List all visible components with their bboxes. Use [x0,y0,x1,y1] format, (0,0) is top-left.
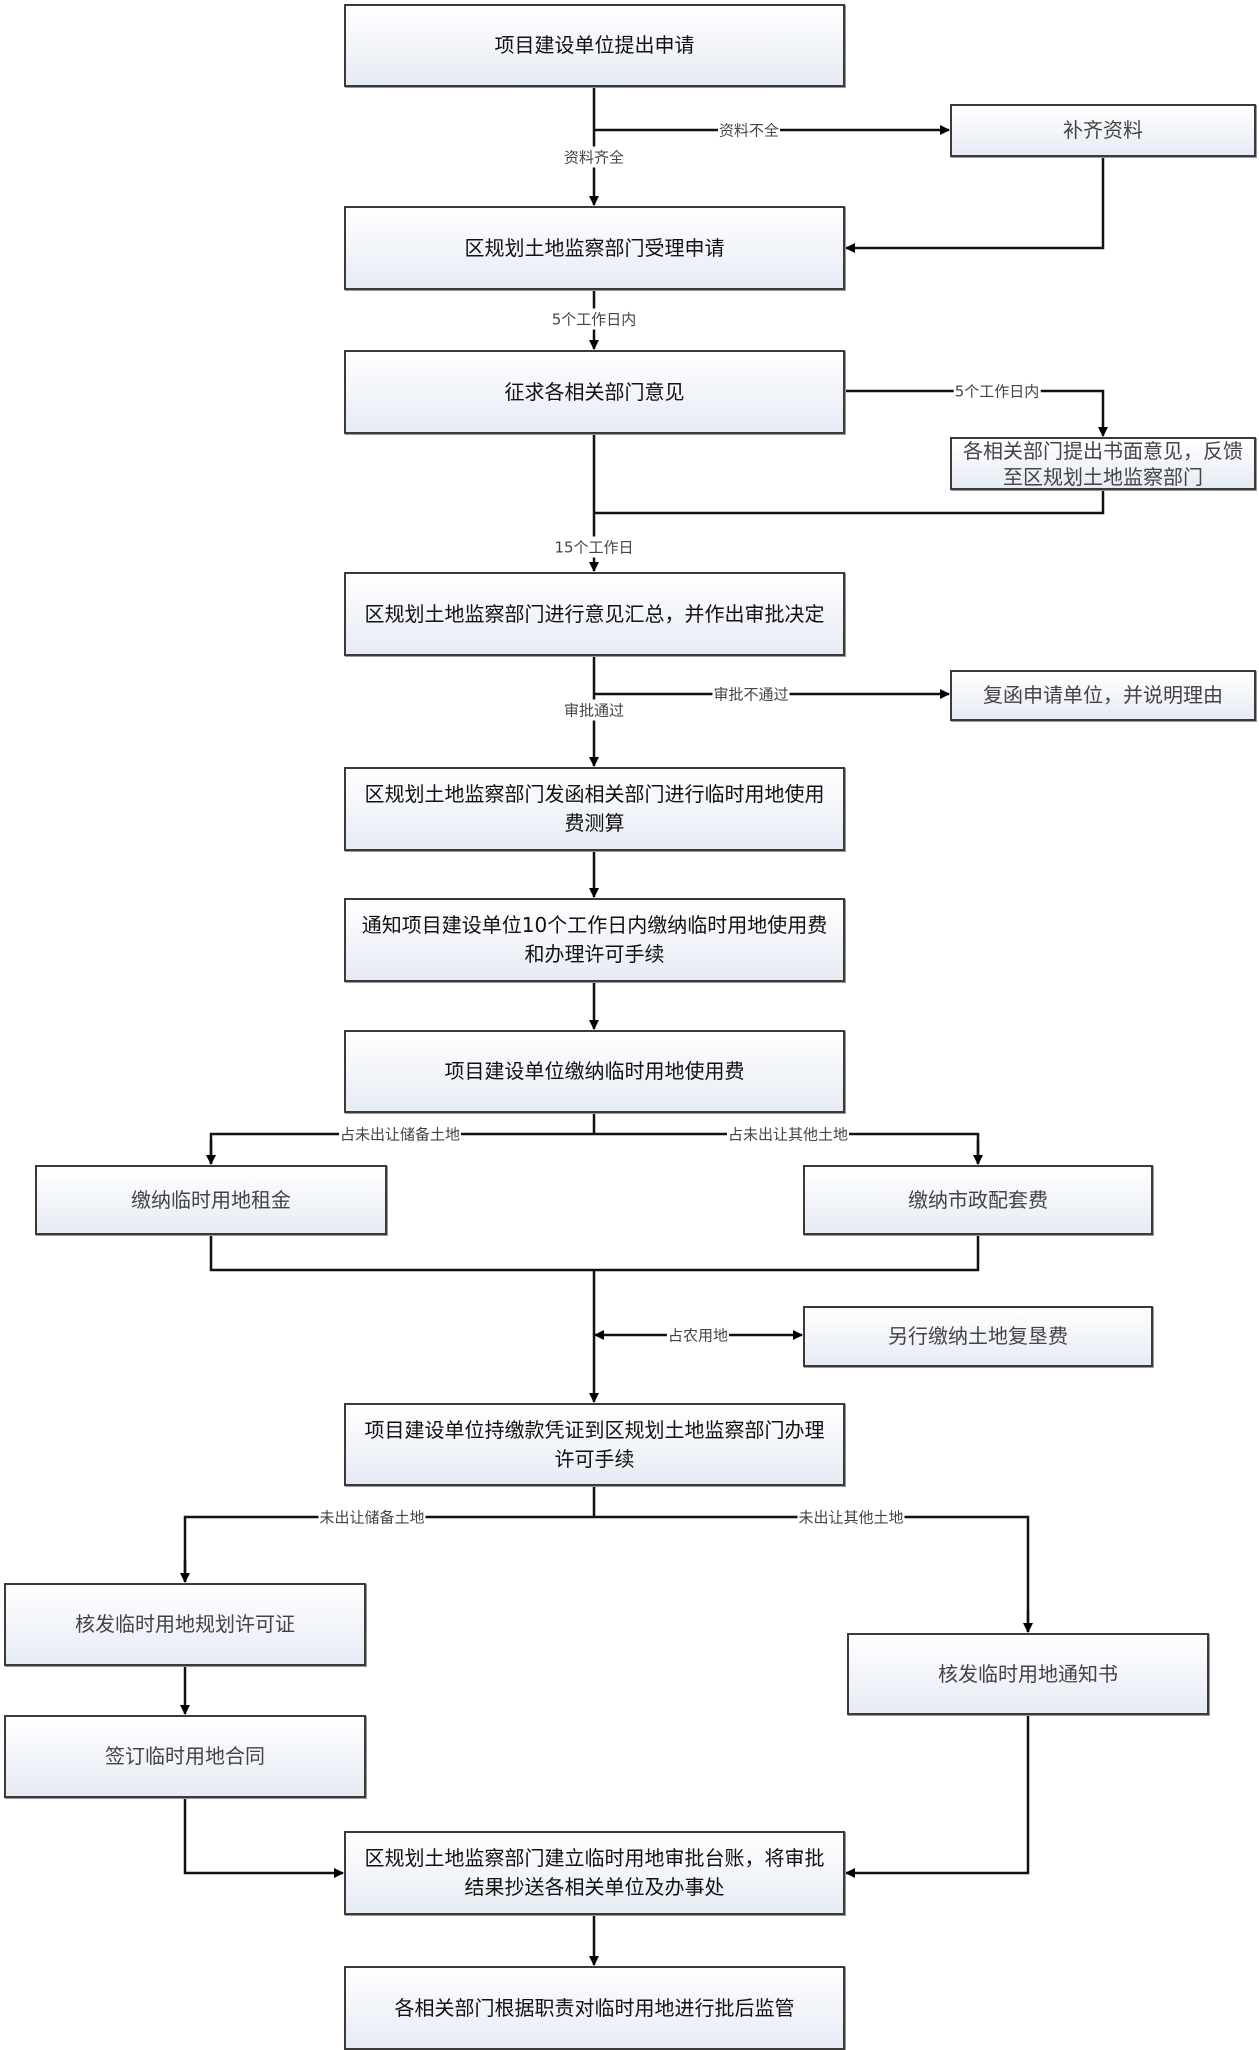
box-supervise: 各相关部门根据职责对临时用地进行批后监管 [344,1966,845,2050]
box-accept: 区规划土地监察部门受理申请 [344,206,845,290]
box-pay-rent: 缴纳临时用地租金 [35,1165,387,1235]
label-15-days: 15个工作日 [553,536,635,558]
box-handle-permit: 项目建设单位持缴款凭证到区规划土地监察部门办理许可手续 [344,1403,845,1486]
box-sign-contract: 签订临时用地合同 [4,1715,366,1798]
box-supplement: 补齐资料 [950,104,1256,157]
label-incomplete: 资料不全 [717,119,781,141]
label-other-land-occupy: 占未出让其他土地 [726,1123,850,1145]
label-5-days-b: 5个工作日内 [953,380,1041,402]
box-feedback: 各相关部门提出书面意见，反馈至区规划土地监察部门 [950,437,1256,490]
label-farmland: 占农用地 [666,1324,730,1346]
label-reserve-land-occupy: 占未出让储备土地 [338,1123,462,1145]
box-pay-reclaim: 另行缴纳土地复垦费 [803,1306,1153,1367]
box-issue-notice: 核发临时用地通知书 [847,1633,1209,1715]
box-ledger: 区规划土地监察部门建立临时用地审批台账，将审批结果抄送各相关单位及办事处 [344,1831,845,1915]
label-not-approved: 审批不通过 [712,683,790,705]
box-notify: 通知项目建设单位10个工作日内缴纳临时用地使用费和办理许可手续 [344,898,845,982]
box-reject-reply: 复函申请单位，并说明理由 [950,670,1256,721]
box-pay-fee: 项目建设单位缴纳临时用地使用费 [344,1030,845,1113]
label-complete: 资料齐全 [562,146,626,168]
label-5-days-a: 5个工作日内 [550,308,638,330]
label-approved: 审批通过 [562,699,626,721]
box-apply: 项目建设单位提出申请 [344,4,845,87]
label-reserve-land: 未出让储备土地 [318,1506,426,1528]
box-issue-permit: 核发临时用地规划许可证 [4,1583,366,1666]
box-calc-fee: 区规划土地监察部门发函相关部门进行临时用地使用费测算 [344,767,845,851]
box-decide: 区规划土地监察部门进行意见汇总，并作出审批决定 [344,572,845,656]
box-pay-municipal: 缴纳市政配套费 [803,1165,1153,1235]
box-consult: 征求各相关部门意见 [344,350,845,434]
label-other-land: 未出让其他土地 [797,1506,905,1528]
